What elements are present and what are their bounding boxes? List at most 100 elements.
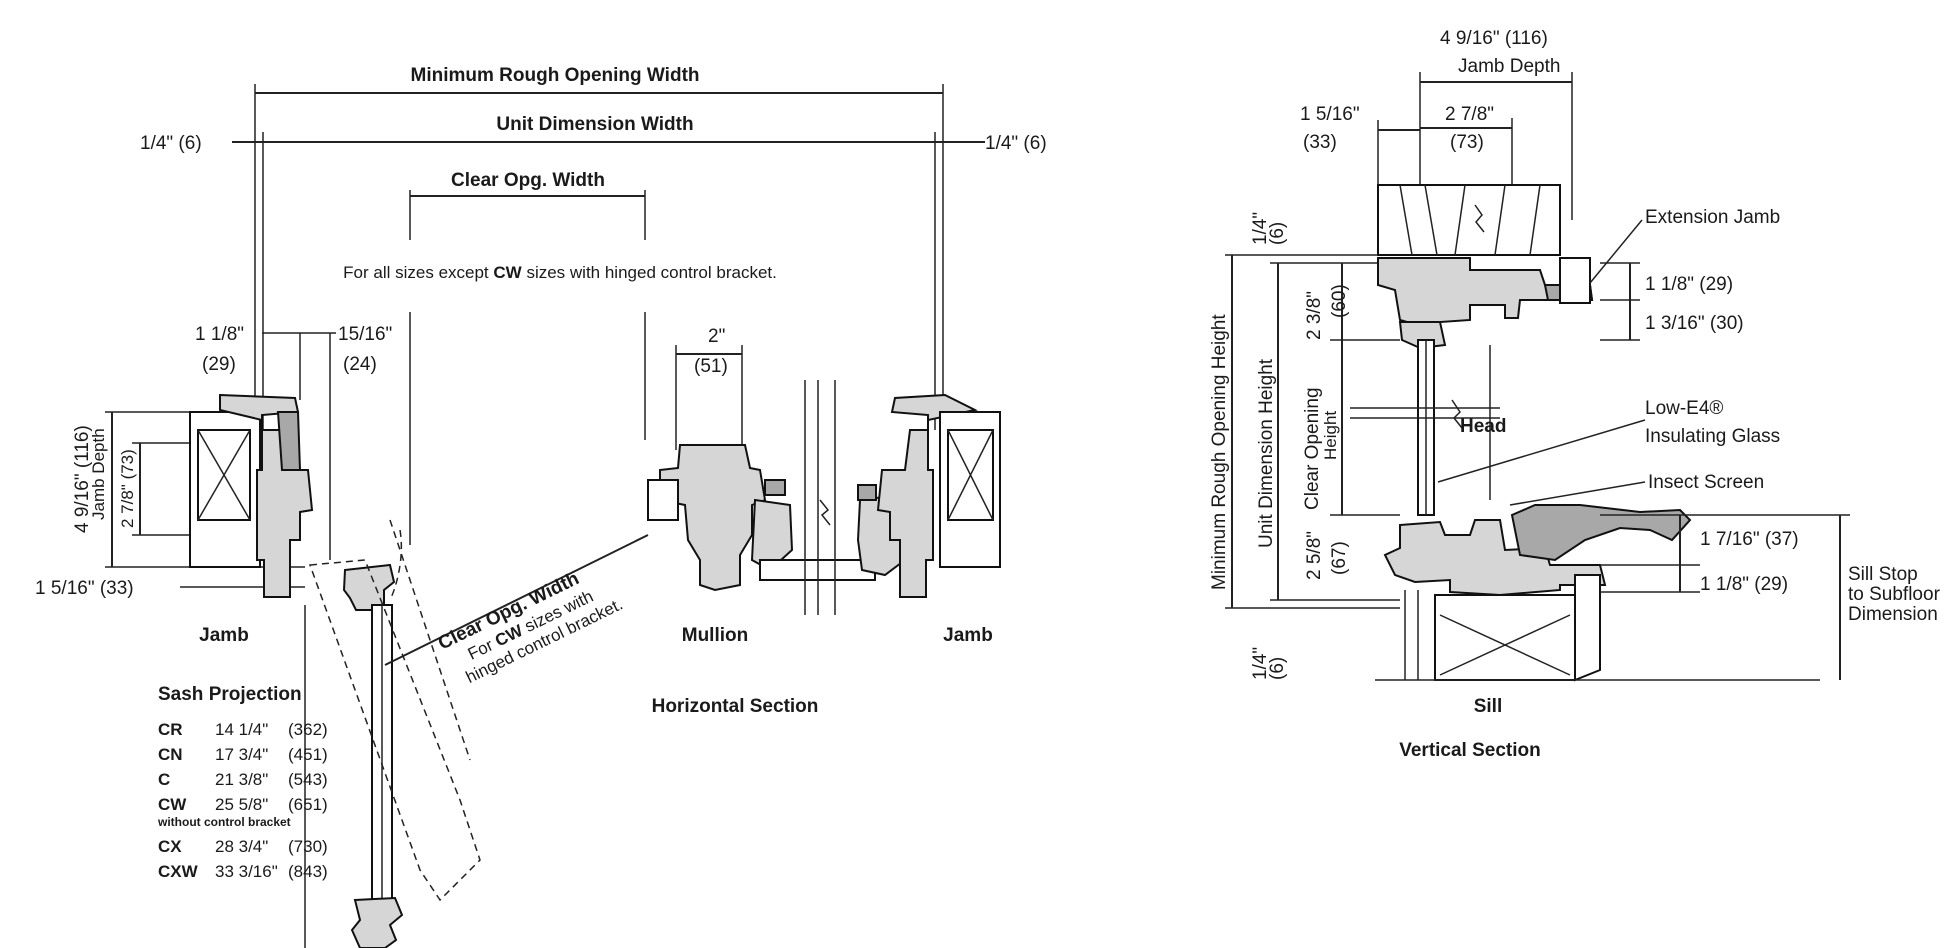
right-jamb-profile — [876, 393, 1001, 598]
sill-stop-label-1: Sill Stop — [1848, 564, 1918, 585]
sash-row-cw-note: without control bracket — [157, 815, 291, 829]
mullion-label: Mullion — [682, 625, 748, 646]
v-head-dim-mm: (60) — [1329, 284, 1350, 318]
left-jamb-weatherstrip — [276, 411, 302, 471]
vertical-section: 4 9/16" (116) Jamb Depth 1 5/16" (33) 2 … — [1209, 28, 1941, 761]
sash-projection-title: Sash Projection — [158, 684, 302, 705]
v-bottom-gap: 1/4" — [1250, 647, 1271, 680]
sash-row-inch: 14 1/4" — [215, 720, 268, 739]
left-jamb-profile — [189, 393, 314, 598]
v-head-dim: 2 3/8" — [1304, 291, 1325, 340]
head-label: Head — [1460, 416, 1506, 437]
low-e-leader — [1437, 419, 1646, 483]
sill-cross-b — [1439, 614, 1571, 676]
low-e4-label: Low-E4® — [1645, 398, 1723, 419]
v-top-gap: 1/4" — [1250, 212, 1271, 245]
sash-swing-dashed — [308, 559, 481, 902]
sill-extension — [1574, 574, 1601, 682]
v-dim-1-5-16: 1 5/16" — [1300, 104, 1360, 125]
insect-screen-label: Insect Screen — [1648, 472, 1764, 493]
right-gap-label: 1/4" (6) — [985, 133, 1047, 154]
sash-row-cxw: CXW 33 3/16" (843) — [158, 862, 328, 881]
v-dim-1-7-16: 1 7/16" (37) — [1700, 529, 1799, 550]
sash-row-code: CXW — [158, 862, 199, 881]
all-sizes-note-suffix: sizes with hinged control bracket. — [522, 263, 777, 282]
sash-row-code: CR — [158, 720, 183, 739]
v-dim-1-1-8-a: 1 1/8" (29) — [1645, 274, 1733, 295]
clear-opg-width-cw-line — [384, 534, 649, 666]
sash-row-inch: 17 3/4" — [215, 745, 268, 764]
sash-swing-arc — [389, 519, 471, 761]
sash-projection-table: Sash Projection CR 14 1/4" (362) CN 17 3… — [157, 684, 328, 881]
v-top-gap-mm: (6) — [1267, 222, 1288, 245]
head-wall-hatch-1 — [1399, 184, 1413, 256]
mullion-hardware-b — [857, 484, 877, 501]
head-wall-block — [1377, 184, 1561, 256]
left-gap-label: 1/4" (6) — [140, 133, 202, 154]
all-sizes-note-prefix: For all sizes except — [343, 263, 493, 282]
v-dim-1-3-16: 1 3/16" (30) — [1645, 313, 1744, 334]
sash-row-mm: (362) — [288, 720, 328, 739]
all-sizes-note-bold: CW — [493, 263, 522, 282]
sash-row-cx: CX 28 3/4" (730) — [158, 837, 328, 856]
sash-bottom-profile — [350, 896, 404, 948]
dim-15-16-label: 15/16" — [338, 324, 392, 345]
mullion-dim-mm-label: (51) — [694, 356, 728, 377]
sash-swing-handle-arc — [389, 529, 403, 601]
sash-row-inch: 28 3/4" — [215, 837, 268, 856]
min-rough-opening-height-label: Minimum Rough Opening Height — [1209, 314, 1230, 590]
v-dim-2-7-8-mm: (73) — [1450, 132, 1484, 153]
horizontal-section-title: Horizontal Section — [652, 696, 819, 717]
insect-screen-leader — [1509, 481, 1646, 506]
left-jamb-cross-b — [197, 429, 251, 521]
sash-row-inch: 21 3/8" — [215, 770, 268, 789]
sash-row-code: CN — [158, 745, 183, 764]
v-sill-dim-mm: (67) — [1329, 541, 1350, 575]
head-wall-frame — [1377, 184, 1561, 256]
head-break-mark — [1474, 204, 1485, 233]
unit-dimension-width-label: Unit Dimension Width — [496, 114, 693, 135]
jamb-right-label: Jamb — [943, 625, 993, 646]
sash-row-cn: CN 17 3/4" (451) — [158, 745, 328, 764]
extension-jamb-label: Extension Jamb — [1645, 207, 1780, 228]
sash-row-mm: (451) — [288, 745, 328, 764]
horizontal-section: Minimum Rough Opening Width Unit Dimensi… — [35, 65, 1047, 948]
v-dim-1-5-16-mm: (33) — [1303, 132, 1337, 153]
extension-jamb-block — [1559, 257, 1591, 304]
mullion-left-stop — [647, 479, 679, 521]
sill-frame-profile — [1383, 519, 1607, 597]
height-label: Height — [1321, 411, 1340, 460]
unit-dimension-height-label: Unit Dimension Height — [1256, 358, 1277, 548]
v-bottom-gap-mm: (6) — [1267, 657, 1288, 680]
swinging-sash — [308, 519, 481, 948]
sash-row-mm: (843) — [288, 862, 328, 881]
head-wall-hatch-4 — [1494, 184, 1506, 256]
sill-crank-operator — [1510, 504, 1692, 562]
head-wall-hatch-2 — [1424, 184, 1438, 256]
mullion-break-mark — [819, 499, 831, 526]
sash-row-inch: 33 3/16" — [215, 862, 278, 881]
sill-stop-label-3: Dimension — [1848, 604, 1938, 625]
all-sizes-note: For all sizes except CW sizes with hinge… — [343, 263, 777, 282]
mullion-dim-label: 2" — [708, 326, 725, 347]
jamb-depth-inner-label: 2 7/8" (73) — [118, 449, 137, 528]
clear-opg-width-cw-group: Clear Opg. Width For CW sizes with hinge… — [435, 568, 626, 687]
v-jamb-depth-total: 4 9/16" (116) — [1440, 28, 1548, 49]
clear-opening-label: Clear Opening — [1302, 387, 1323, 510]
dim-1-5-16-label: 1 5/16" (33) — [35, 578, 134, 599]
v-dim-1-1-8-b: 1 1/8" (29) — [1700, 574, 1788, 595]
v-jamb-depth-label: Jamb Depth — [1458, 56, 1560, 77]
v-dim-2-7-8: 2 7/8" — [1445, 104, 1494, 125]
vertical-section-title: Vertical Section — [1399, 740, 1541, 761]
min-rough-opening-width-label: Minimum Rough Opening Width — [411, 65, 700, 86]
sash-row-mm: (730) — [288, 837, 328, 856]
jamb-depth-total-label: 4 9/16" (116) — [72, 425, 93, 533]
right-jamb-frame-profile — [876, 393, 979, 598]
sash-row-inch: 25 5/8" — [215, 795, 268, 814]
sash-row-mm: (651) — [288, 795, 328, 814]
dim-1-1-8-mm-label: (29) — [202, 354, 236, 375]
head-wall-hatch-5 — [1529, 184, 1541, 256]
sash-row-code: CX — [158, 837, 182, 856]
